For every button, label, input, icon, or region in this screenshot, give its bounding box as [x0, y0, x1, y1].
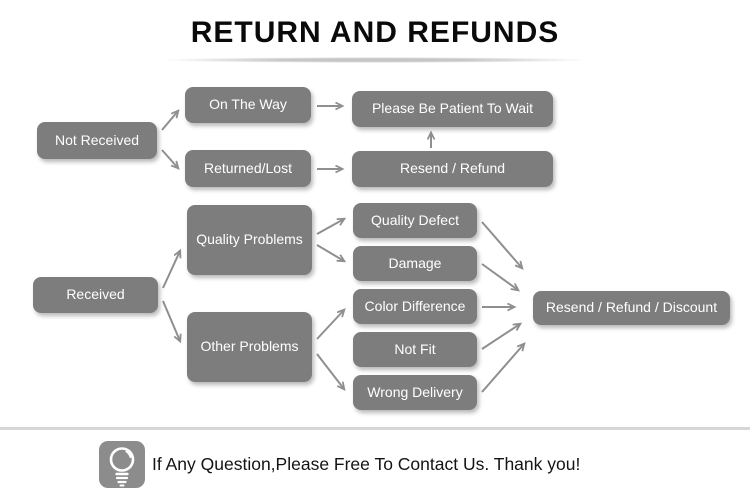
node-resend-refund-discount: Resend / Refund / Discount	[533, 291, 730, 325]
node-please-wait: Please Be Patient To Wait	[352, 91, 553, 127]
arrow-quality-problems-damage	[316, 244, 344, 261]
title-underline	[160, 57, 590, 63]
arrow-quality-problems-quality-defect	[316, 219, 344, 235]
arrow-not-received-returned-lost	[161, 149, 178, 168]
arrow-other-problems-wrong-delivery	[316, 353, 344, 389]
arrow-received-quality-problems	[162, 251, 180, 289]
page-title: RETURN AND REFUNDS	[190, 16, 560, 49]
arrow-wrong-delivery-final	[481, 344, 524, 393]
node-not-fit: Not Fit	[353, 332, 477, 367]
lightbulb-icon	[99, 441, 145, 488]
node-received: Received	[33, 277, 158, 313]
node-damage: Damage	[353, 246, 477, 281]
footer-divider	[0, 427, 750, 430]
node-on-the-way: On The Way	[185, 87, 311, 123]
node-not-received: Not Received	[37, 122, 157, 159]
node-other-problems: Other Problems	[187, 312, 312, 382]
arrow-not-received-on-the-way	[161, 111, 178, 131]
node-returned-lost: Returned/Lost	[185, 150, 311, 187]
footer-message: If Any Question,Please Free To Contact U…	[152, 454, 581, 474]
arrow-quality-defect-final	[481, 221, 522, 268]
node-color-difference: Color Difference	[353, 289, 477, 324]
arrow-other-problems-color-difference	[316, 310, 344, 340]
arrow-received-other-problems	[162, 300, 180, 341]
arrow-damage-final	[481, 263, 518, 290]
node-resend-refund: Resend / Refund	[352, 151, 553, 187]
arrow-not-fit-final	[481, 324, 520, 350]
node-wrong-delivery: Wrong Delivery	[353, 375, 477, 410]
node-quality-problems: Quality Problems	[187, 205, 312, 275]
node-quality-defect: Quality Defect	[353, 203, 477, 238]
